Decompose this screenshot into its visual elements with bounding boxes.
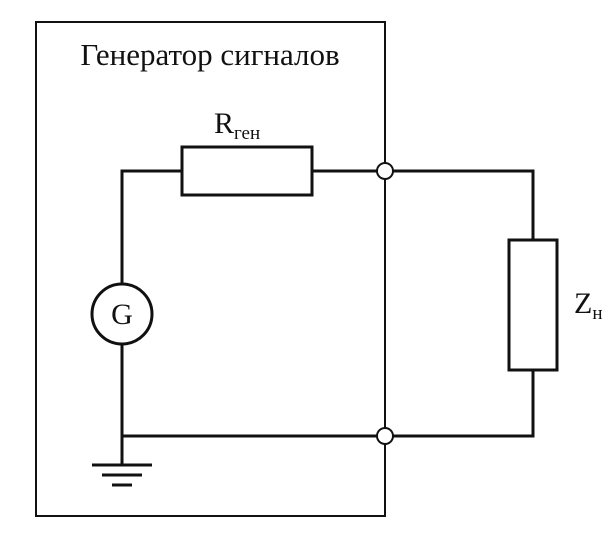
load-impedance-z-n (507, 238, 559, 372)
block-title: Генератор сигналов (80, 37, 339, 72)
output-terminal-top (376, 162, 394, 180)
output-terminal-bottom (376, 427, 394, 445)
resistor-r-gen-label: Rген (214, 107, 260, 144)
generator-block-frame (35, 21, 386, 517)
signal-source-label: G (111, 298, 133, 331)
resistor-r-gen (180, 145, 314, 197)
load-impedance-label: Zн (574, 287, 603, 324)
wire-top-left (120, 169, 182, 284)
resistor-symbol: R (214, 107, 234, 140)
ground-icon (92, 463, 152, 487)
wire-bottom-right (393, 370, 535, 438)
load-symbol: Z (574, 287, 592, 320)
wire-top-right (393, 169, 535, 240)
signal-source-g (90, 282, 154, 346)
load-subscript: н (592, 303, 602, 324)
resistor-subscript: ген (234, 123, 260, 144)
